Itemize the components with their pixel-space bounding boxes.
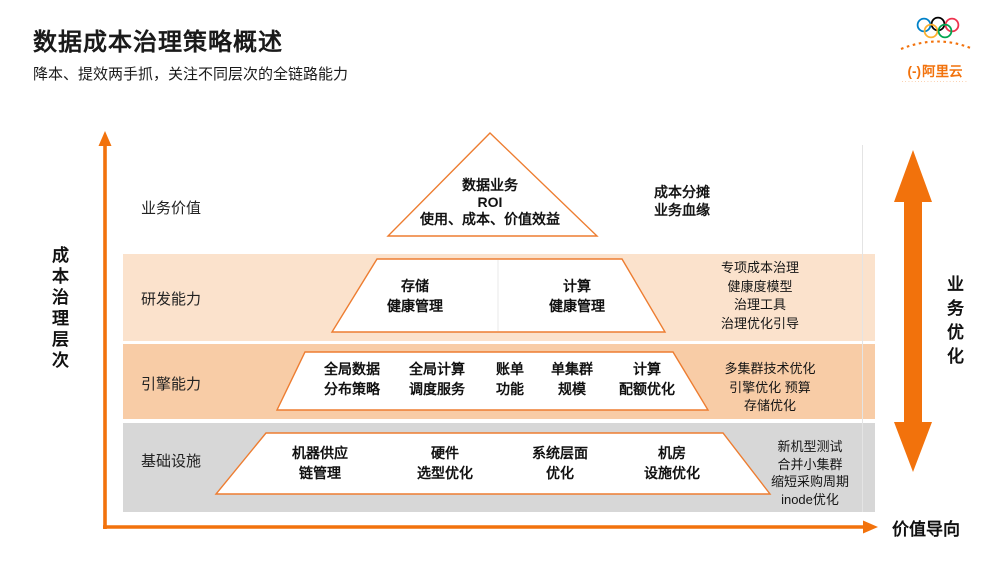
row-label-infrastructure: 基础设施 [141,453,202,470]
alibaba-cloud-olympic-logo: (-)阿里云 ····················· [893,10,977,85]
row-label-business-value: 业务价值 [141,200,202,217]
pyramid-layer4-trapezoid [214,432,772,495]
page-title: 数据成本治理策略概述 [33,29,283,56]
pyramid-layer3-trapezoid [275,351,710,411]
alibaba-cloud-wordmark: (-)阿里云 [893,60,977,80]
cell-global-data-distribution: 全局数据 分布策略 [324,361,380,397]
row-label-rnd-capability: 研发能力 [141,291,202,308]
page-subtitle: 降本、提效两手抓，关注不同层次的全链路能力 [33,66,349,83]
cell-machine-supply-chain: 机器供应 链管理 [292,445,348,481]
cell-billing-function: 账单 功能 [496,361,524,397]
business-optimization-double-arrow [894,150,932,472]
cell-compute-quota: 计算 配额优化 [619,361,675,397]
side-note-rnd: 专项成本治理 健康度模型 治理工具 治理优化引导 [720,260,800,331]
logo-tagline: ····················· [901,80,969,85]
row-label-engine-capability: 引擎能力 [141,376,202,393]
y-axis-label: 成本治理层次 [49,246,68,372]
cell-storage-health: 存储 健康管理 [387,278,443,314]
side-note-engine: 多集群技术优化 引擎优化 预算 存储优化 [724,361,816,413]
side-note-infrastructure: 新机型测试 合并小集群 缩短采购周期 inode优化 [770,439,850,507]
x-axis-label: 价值导向 [892,520,960,539]
business-optimization-label: 业务优化 [944,275,963,371]
cell-datacenter-facility: 机房 设施优化 [644,445,700,481]
triangle-text: 数据业务 ROI 使用、成本、价值效益 [420,177,560,227]
cell-hardware-selection: 硬件 选型优化 [417,445,473,481]
y-axis-arrowhead-icon [98,131,112,146]
cell-compute-health: 计算 健康管理 [549,278,605,314]
cell-single-cluster-scale: 单集群 规模 [551,361,593,397]
olympic-rings-icon [900,16,974,50]
burst-rays-icon [900,40,974,50]
right-guide-line [862,145,863,512]
pyramid-top-triangle [386,132,599,237]
alibaba-cloud-name: 阿里云 [922,64,963,79]
cell-system-level: 系统层面 优化 [532,445,588,481]
side-note-business-value: 成本分摊 业务血缘 [654,184,710,218]
alibaba-bracket-icon: (-) [907,64,922,79]
x-axis-arrowhead-icon [863,520,878,534]
cell-global-compute-scheduling: 全局计算 调度服务 [409,361,465,397]
